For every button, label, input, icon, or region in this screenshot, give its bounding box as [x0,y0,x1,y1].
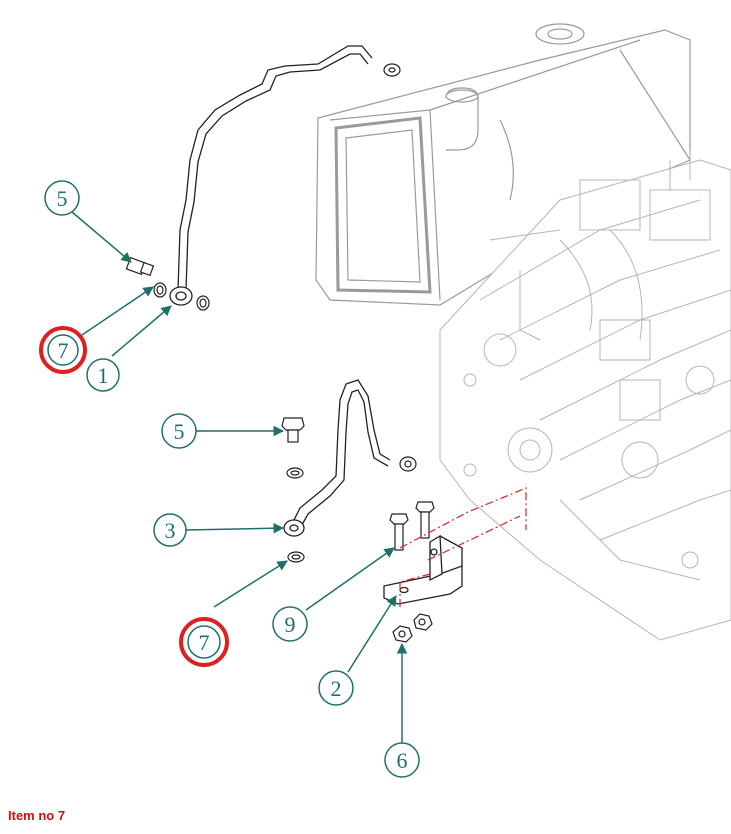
lower-washer-top [286,467,304,479]
callout-3: 3 [153,513,187,547]
upper-fuel-pipe [169,45,373,306]
exploded-parts-diagram: 5 7 1 5 3 7 9 2 6 [39,23,731,778]
fuel-tank-illustration [315,23,691,306]
svg-text:7: 7 [58,338,69,363]
callout-1: 1 [86,358,120,392]
svg-text:7: 7 [199,630,210,655]
lower-banjo-bolt [281,417,305,443]
item-caption: Item no 7 [8,808,66,823]
svg-text:9: 9 [285,612,296,637]
leader-lines [71,211,408,743]
svg-text:2: 2 [331,676,342,701]
lower-pipe-end-nut [399,456,417,472]
callout-5-lower: 5 [161,413,197,449]
callout-7-lower: 7 [179,617,229,667]
bolts-item-9 [389,501,435,551]
callout-2: 2 [318,670,354,706]
svg-text:1: 1 [98,363,109,388]
lower-fuel-pipe [283,379,391,537]
svg-text:5: 5 [57,186,68,211]
svg-text:5: 5 [174,419,185,444]
svg-text:3: 3 [165,518,176,543]
engine-illustration [439,150,731,641]
callout-9: 9 [272,606,308,642]
svg-text:6: 6 [397,748,408,773]
callout-5-upper: 5 [44,180,80,216]
callout-7-upper: 7 [39,326,87,374]
lower-washer-bottom [287,551,305,563]
upper-banjo-bolt [125,256,155,277]
bracket-item-2 [383,534,463,605]
upper-washer-left [153,282,167,298]
upper-pipe-end-nut [383,63,401,77]
callout-6: 6 [384,742,420,778]
nuts-item-6 [392,613,433,643]
upper-washer-right [196,295,210,311]
alignment-lines [399,487,527,608]
